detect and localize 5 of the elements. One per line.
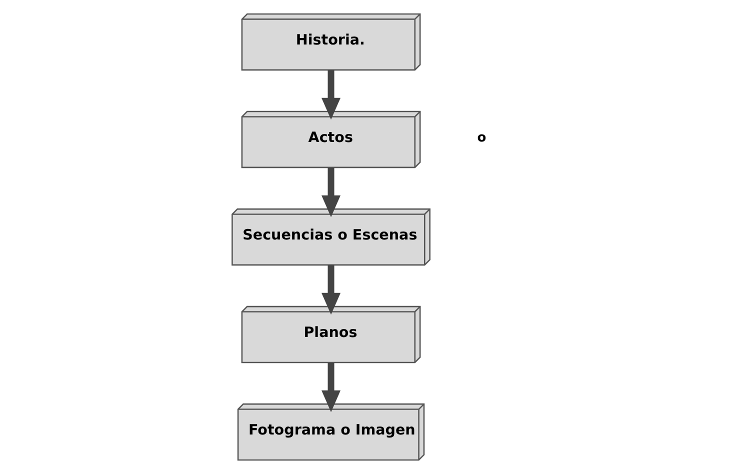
arrow <box>322 70 341 120</box>
arrow <box>322 168 341 218</box>
label: o <box>477 130 486 146</box>
arrow <box>322 362 341 412</box>
arrow <box>322 265 341 315</box>
